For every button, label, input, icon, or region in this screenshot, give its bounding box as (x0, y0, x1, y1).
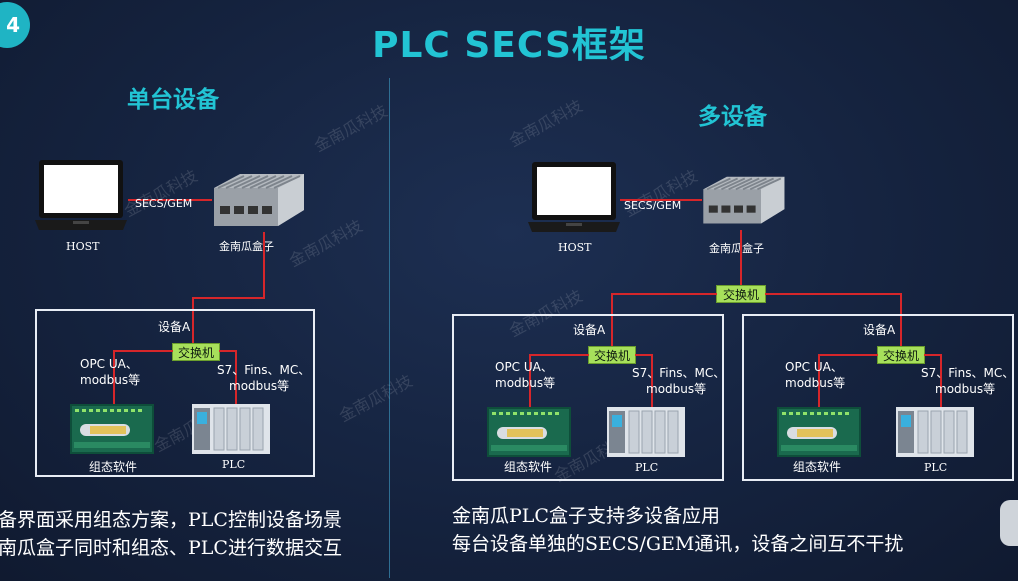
device2-uplink-line (900, 293, 902, 346)
device1-uplink-line (611, 293, 613, 346)
protocol-label: SECS/GEM (624, 199, 682, 212)
switch-node: 交换机 (877, 346, 925, 364)
left-caption: 备界面采用组态方案，PLC控制设备场景 南瓜盒子同时和组态、PLC进行数据交互 (0, 506, 342, 562)
switch-left-line (113, 350, 173, 352)
top-switch-left-line (611, 293, 717, 295)
device-frame (742, 314, 1014, 481)
hmi-screen-icon (487, 407, 571, 457)
watermark: 金南瓜科技 (505, 96, 586, 151)
gateway-drop-line (740, 230, 742, 286)
hmi-link-line (113, 350, 115, 405)
hmi-label: 组态软件 (504, 460, 553, 474)
laptop-icon (528, 162, 620, 232)
s7-label: S7、Fins、MC、 modbus等 (217, 362, 310, 394)
watermark: 金南瓜科技 (310, 101, 391, 156)
device-label: 设备A (573, 323, 606, 337)
host-label: HOST (558, 241, 592, 254)
s7-label-line2: modbus等 (935, 382, 996, 396)
gateway-box-icon (214, 174, 304, 226)
switch-right-line (635, 354, 653, 356)
hmi-link-line (529, 354, 531, 408)
gateway-label: 金南瓜盒子 (709, 242, 764, 255)
gateway-box-icon (703, 176, 785, 224)
s7-label-line1: S7、Fins、MC、 (632, 366, 726, 380)
opc-label-line1: OPC UA、 (80, 357, 138, 371)
device-label: 设备A (863, 323, 896, 337)
s7-label-line1: S7、Fins、MC、 (217, 363, 311, 377)
s7-label: S7、Fins、MC、 modbus等 (632, 365, 725, 397)
opc-label: OPC UA、 modbus等 (785, 359, 845, 391)
right-caption-line2: 每台设备单独的SECS/GEM通讯，设备之间互不干扰 (452, 533, 904, 555)
opc-label-line2: modbus等 (495, 376, 556, 390)
switch-left-line (529, 354, 589, 356)
opc-label-line2: modbus等 (80, 373, 141, 387)
switch-right-line (219, 350, 237, 352)
plc-link-line (940, 354, 942, 408)
switch-node: 交换机 (588, 346, 636, 364)
opc-label-line1: OPC UA、 (495, 360, 553, 374)
plc-icon (607, 407, 685, 457)
gateway-horizontal-line (192, 297, 265, 299)
left-section-heading: 单台设备 (127, 87, 219, 113)
top-switch-right-line (765, 293, 902, 295)
right-caption-line1: 金南瓜PLC盒子支持多设备应用 (452, 505, 720, 527)
host-link-line (128, 199, 212, 201)
gateway-label: 金南瓜盒子 (219, 240, 274, 253)
gateway-drop-line (263, 232, 265, 298)
opc-label: OPC UA、 modbus等 (80, 356, 140, 388)
opc-label: OPC UA、 modbus等 (495, 359, 555, 391)
plc-link-line (651, 354, 653, 408)
host-label: HOST (66, 240, 100, 253)
left-caption-line1: 备界面采用组态方案，PLC控制设备场景 (0, 509, 342, 531)
protocol-label: SECS/GEM (135, 197, 193, 210)
device-frame (35, 309, 315, 477)
edge-tab (1000, 500, 1018, 546)
opc-label-line1: OPC UA、 (785, 360, 843, 374)
slide-title: PLC SECS框架 (372, 25, 646, 66)
plc-link-line (235, 350, 237, 405)
s7-label-line2: modbus等 (646, 382, 707, 396)
watermark: 金南瓜科技 (335, 371, 416, 426)
plc-label: PLC (635, 461, 659, 474)
device-uplink-line (192, 297, 194, 344)
right-section-heading: 多设备 (698, 104, 767, 130)
column-divider (389, 78, 390, 578)
s7-label-line2: modbus等 (229, 379, 290, 393)
switch-node: 交换机 (172, 343, 220, 361)
switch-right-line (924, 354, 942, 356)
plc-label: PLC (222, 458, 246, 471)
hmi-label: 组态软件 (793, 460, 842, 474)
hmi-label: 组态软件 (89, 460, 138, 474)
laptop-icon (35, 160, 127, 230)
top-switch-node: 交换机 (716, 285, 766, 303)
plc-icon (896, 407, 974, 457)
watermark: 金南瓜科技 (120, 166, 201, 221)
device-frame (452, 314, 724, 481)
right-caption: 金南瓜PLC盒子支持多设备应用 每台设备单独的SECS/GEM通讯，设备之间互不… (452, 502, 903, 558)
hmi-link-line (818, 354, 820, 408)
s7-label-line1: S7、Fins、MC、 (921, 366, 1015, 380)
left-caption-line2: 南瓜盒子同时和组态、PLC进行数据交互 (0, 537, 342, 559)
host-link-line (620, 199, 702, 201)
hmi-screen-icon (777, 407, 861, 457)
s7-label: S7、Fins、MC、 modbus等 (921, 365, 1014, 397)
watermark: 金南瓜科技 (620, 166, 701, 221)
plc-icon (192, 404, 270, 454)
hmi-screen-icon (70, 404, 154, 454)
opc-label-line2: modbus等 (785, 376, 846, 390)
plc-label: PLC (924, 461, 948, 474)
device-label: 设备A (158, 320, 191, 334)
switch-left-line (818, 354, 878, 356)
